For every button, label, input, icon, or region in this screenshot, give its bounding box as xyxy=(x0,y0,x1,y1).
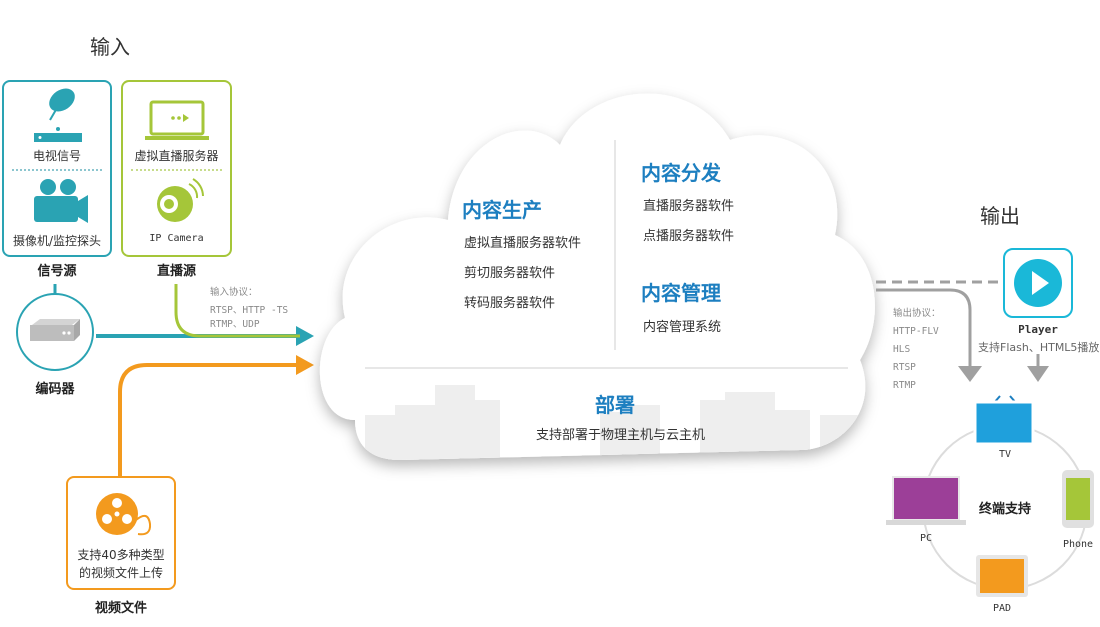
distribution-item-1: 直播服务器软件 xyxy=(643,199,735,214)
signal-source-box: 电视信号 摄像机/监控探头 xyxy=(2,80,112,257)
camera-label: 摄像机/监控探头 xyxy=(12,234,102,248)
tv-label: TV xyxy=(998,449,1012,460)
distribution-item-2: 点播服务器软件 xyxy=(643,229,735,244)
video-file-desc-line2: 的视频文件上传 xyxy=(78,566,163,580)
cloud-buildings xyxy=(365,385,860,460)
video-file-arrowhead xyxy=(296,355,314,375)
signal-source-label: 信号源 xyxy=(37,264,77,279)
encoder-arrowhead xyxy=(296,326,314,346)
pad-label: PAD xyxy=(992,603,1012,614)
encoder-label: 编码器 xyxy=(35,382,75,397)
distribution-title: 内容分发 xyxy=(641,161,721,185)
output-protocol-item-4: RTMP xyxy=(893,380,916,391)
input-protocol-line2: RTMP、UDP xyxy=(210,319,260,330)
pad-icon xyxy=(976,555,1028,597)
production-title: 内容生产 xyxy=(462,198,542,222)
input-protocol-line1: RTSP、HTTP -TS xyxy=(210,305,289,316)
production-item-1: 虚拟直播服务器软件 xyxy=(464,236,582,251)
video-file-label: 视频文件 xyxy=(94,601,147,616)
output-protocol-item-2: HLS xyxy=(893,344,911,355)
phone-icon xyxy=(1062,470,1094,528)
player-label: Player xyxy=(1018,323,1058,336)
live-source-curve xyxy=(174,284,300,338)
output-protocol-item-3: RTSP xyxy=(893,362,916,373)
ip-camera-icon xyxy=(157,178,204,222)
output-protocol-item-1: HTTP-FLV xyxy=(893,326,939,337)
camera-icon xyxy=(34,179,88,223)
input-heading: 输入 xyxy=(90,35,130,59)
management-title: 内容管理 xyxy=(641,281,721,305)
live-source-divider xyxy=(131,169,222,171)
output-curve xyxy=(876,288,972,368)
signal-source-divider xyxy=(12,169,102,171)
pc-label: PC xyxy=(919,533,933,544)
encoder-circle xyxy=(16,293,94,371)
player-desc: 支持Flash、HTML5播放 xyxy=(978,341,1100,354)
video-file-curve xyxy=(118,363,298,476)
tv-signal-label: 电视信号 xyxy=(32,149,81,163)
player-box xyxy=(1003,248,1073,318)
video-file-box: 支持40多种类型 的视频文件上传 xyxy=(66,476,176,590)
video-file-desc-line1: 支持40多种类型 xyxy=(77,548,165,562)
monitor-icon xyxy=(145,100,209,140)
pc-icon xyxy=(886,476,966,525)
output-heading: 输出 xyxy=(980,204,1020,228)
live-source-label: 直播源 xyxy=(156,264,196,279)
tv-icon xyxy=(973,395,1035,446)
phone-label: Phone xyxy=(1062,539,1094,550)
film-reel-icon xyxy=(96,493,152,536)
satellite-icon xyxy=(34,88,82,142)
output-arrowhead xyxy=(958,366,982,382)
ip-camera-label: IP Camera xyxy=(149,233,204,244)
output-protocol-title: 输出协议： xyxy=(893,308,941,319)
player-arrowhead xyxy=(1027,366,1049,382)
deploy-desc: 支持部署于物理主机与云主机 xyxy=(536,428,706,443)
input-protocol-title: 输入协议： xyxy=(210,287,258,298)
production-item-3: 转码服务器软件 xyxy=(464,296,556,311)
play-icon xyxy=(1014,259,1062,307)
live-source-box: 虚拟直播服务器 IP Camera xyxy=(121,80,232,257)
production-item-2: 剪切服务器软件 xyxy=(464,266,556,281)
terminals-center-label: 终端支持 xyxy=(978,502,1031,517)
virtual-live-server-label: 虚拟直播服务器 xyxy=(134,149,219,163)
deploy-title: 部署 xyxy=(595,393,635,417)
encoder-icon xyxy=(30,319,80,341)
management-item-1: 内容管理系统 xyxy=(643,320,722,335)
